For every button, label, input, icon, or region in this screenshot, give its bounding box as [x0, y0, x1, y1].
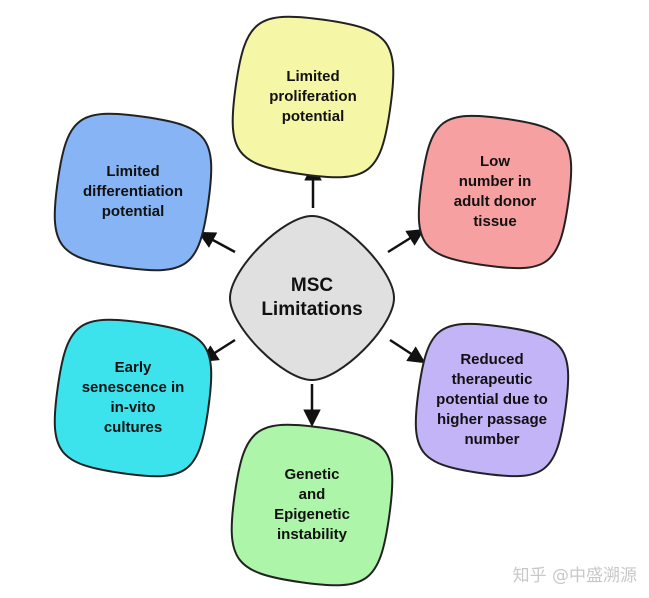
node-label-bottom: Genetic and Epigenetic instability	[274, 466, 350, 543]
arrow-lower-left	[200, 338, 236, 363]
node-shape-upper-left	[53, 112, 213, 272]
node-shape-bottom	[230, 423, 394, 587]
node-shape-top	[231, 15, 395, 179]
arrow-upper-left	[197, 231, 236, 254]
arrow-upper-right	[387, 229, 425, 254]
node-shape-lower-left	[53, 318, 213, 478]
node-label-upper-right: Low number in adult donor tissue	[453, 153, 537, 230]
node-label-upper-left: Limited differentiation potential	[83, 163, 183, 220]
center-shape	[228, 214, 396, 382]
node-shape-lower-right	[414, 322, 570, 478]
watermark-text: 知乎 @中盛溯源	[512, 566, 637, 586]
node-shape-upper-right	[417, 114, 573, 270]
center-label: MSC Limitations	[261, 275, 363, 320]
node-label-top: Limited proliferation potential	[269, 68, 357, 125]
arrow-lower-right	[389, 338, 426, 364]
node-label-lower-right: Reduced therapeutic potential due to hig…	[436, 351, 548, 448]
node-label-lower-left: Early senescence in in-vito cultures	[81, 359, 185, 436]
